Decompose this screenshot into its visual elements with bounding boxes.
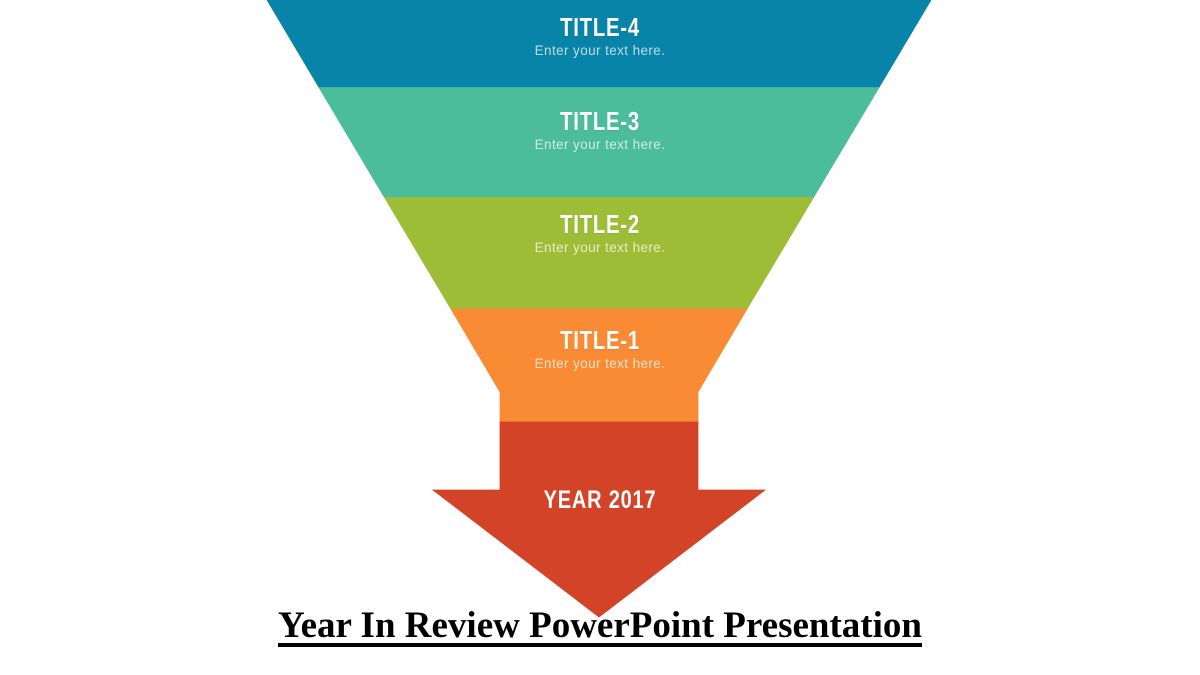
page-title: Year In Review PowerPoint Presentation <box>0 603 1200 649</box>
slide-heading-container: Year In Review PowerPoint Presentation <box>0 603 1200 649</box>
funnel-segment-title-2 <box>383 197 815 310</box>
funnel-segment-title-1 <box>450 308 748 423</box>
funnel-segment-title-3 <box>318 87 880 198</box>
page-title-text: Year In Review PowerPoint Presentation <box>278 605 922 646</box>
year-arrow-shape <box>431 421 767 618</box>
funnel-segment-title-4 <box>266 0 932 88</box>
